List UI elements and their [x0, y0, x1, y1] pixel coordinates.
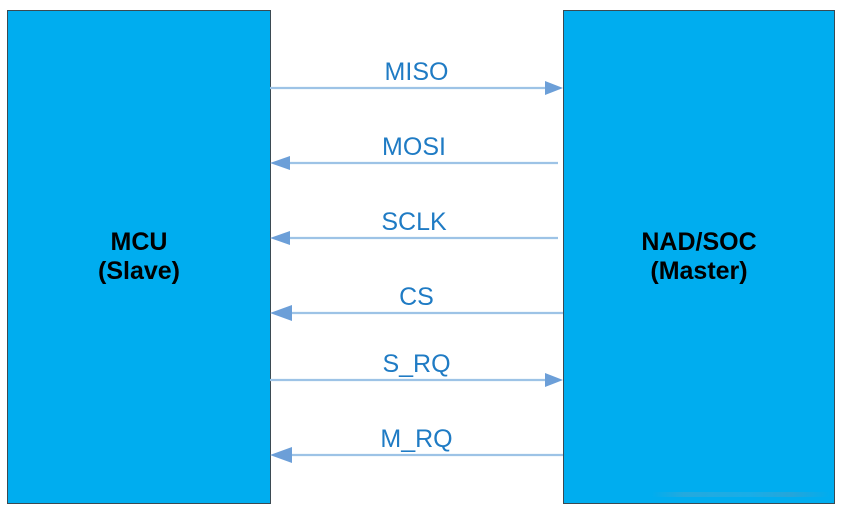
signal-s-rq-label: S_RQ — [382, 350, 451, 378]
signal-m-rq[interactable]: M_RQ — [270, 415, 563, 463]
signal-miso[interactable]: MISO — [270, 48, 563, 95]
signal-miso-arrow — [270, 81, 563, 95]
scan-artifact — [652, 492, 830, 497]
signal-m-rq-label: M_RQ — [380, 425, 453, 453]
node-nad-soc-title: NAD/SOC — [641, 227, 757, 256]
signal-mosi-label: MOSI — [382, 133, 446, 161]
signal-mosi[interactable]: MOSI — [270, 123, 558, 170]
node-nad-soc[interactable]: NAD/SOC (Master) — [563, 10, 835, 504]
node-mcu-title: MCU — [110, 227, 168, 256]
signal-s-rq-arrow — [270, 373, 563, 387]
node-mcu[interactable]: MCU (Slave) — [7, 10, 271, 504]
signal-s-rq[interactable]: S_RQ — [270, 340, 563, 387]
signal-cs-arrow — [270, 305, 563, 321]
node-mcu-role: (Slave) — [98, 257, 180, 285]
signal-cs[interactable]: CS — [270, 273, 563, 321]
signal-sclk-label: SCLK — [381, 208, 447, 236]
signal-mosi-arrow — [270, 156, 558, 170]
signal-miso-label: MISO — [384, 58, 449, 86]
signal-cs-label: CS — [399, 283, 434, 311]
node-nad-soc-role: (Master) — [650, 257, 748, 285]
signal-m-rq-arrow — [270, 447, 563, 463]
signal-sclk[interactable]: SCLK — [270, 198, 558, 245]
signal-sclk-arrow — [270, 231, 558, 245]
